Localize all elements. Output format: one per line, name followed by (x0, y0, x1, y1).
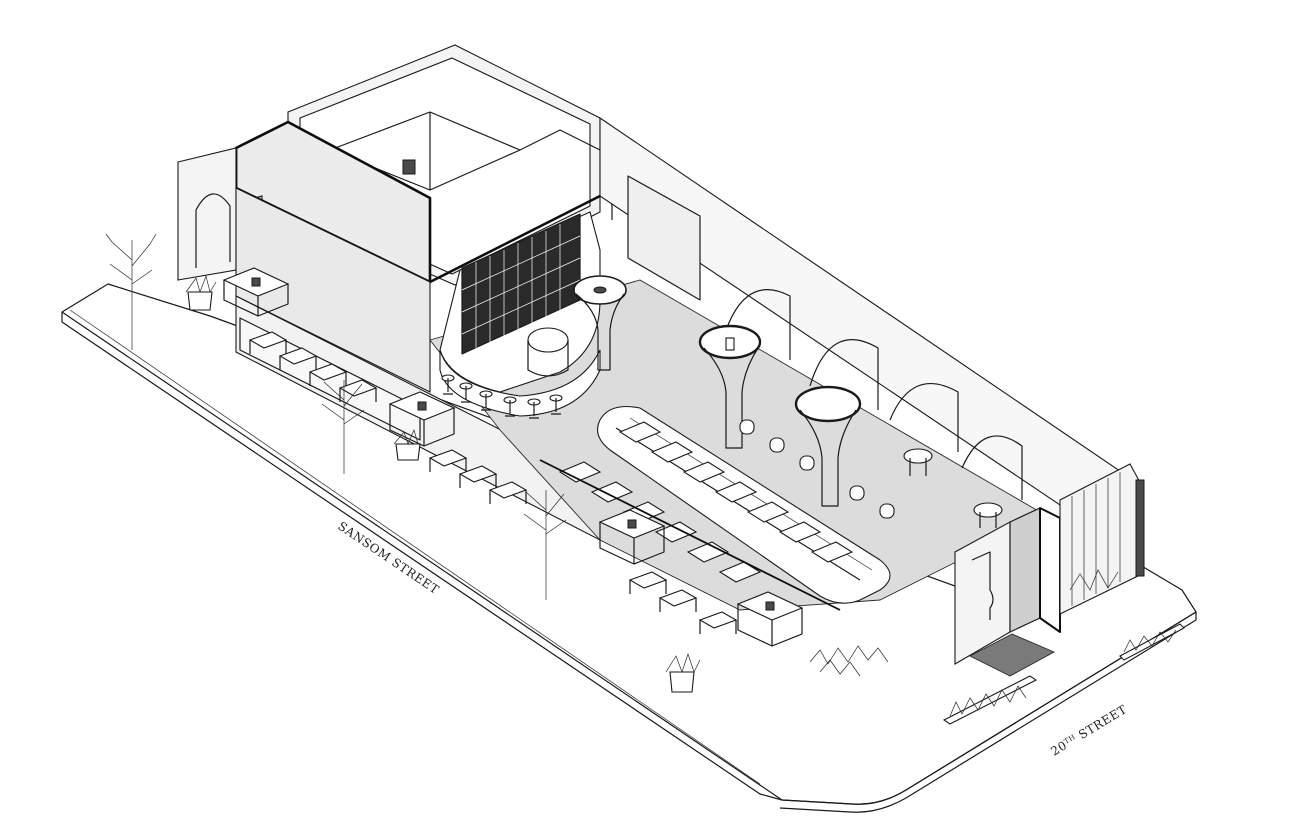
arched-rear-wall (519, 116, 1143, 562)
door-frame (1135, 479, 1145, 577)
twentieth-street-word: STREET (1072, 702, 1129, 744)
twentieth-street-label: 20TH STREET (1048, 702, 1129, 758)
bar-shelving (461, 213, 581, 355)
bar-stools (441, 374, 563, 419)
planters (185, 274, 1185, 725)
pendant-column-1 (573, 275, 627, 371)
building-shell (177, 44, 1143, 487)
street-trees (105, 233, 567, 600)
pendant-column-2 (698, 324, 762, 449)
outdoor-seating (222, 267, 804, 647)
central-dining-tables (539, 421, 854, 611)
pendant-column-3 (794, 385, 862, 507)
twentieth-entrance (954, 463, 1145, 677)
wall-booths (739, 419, 1003, 528)
vent-icon (402, 159, 416, 175)
